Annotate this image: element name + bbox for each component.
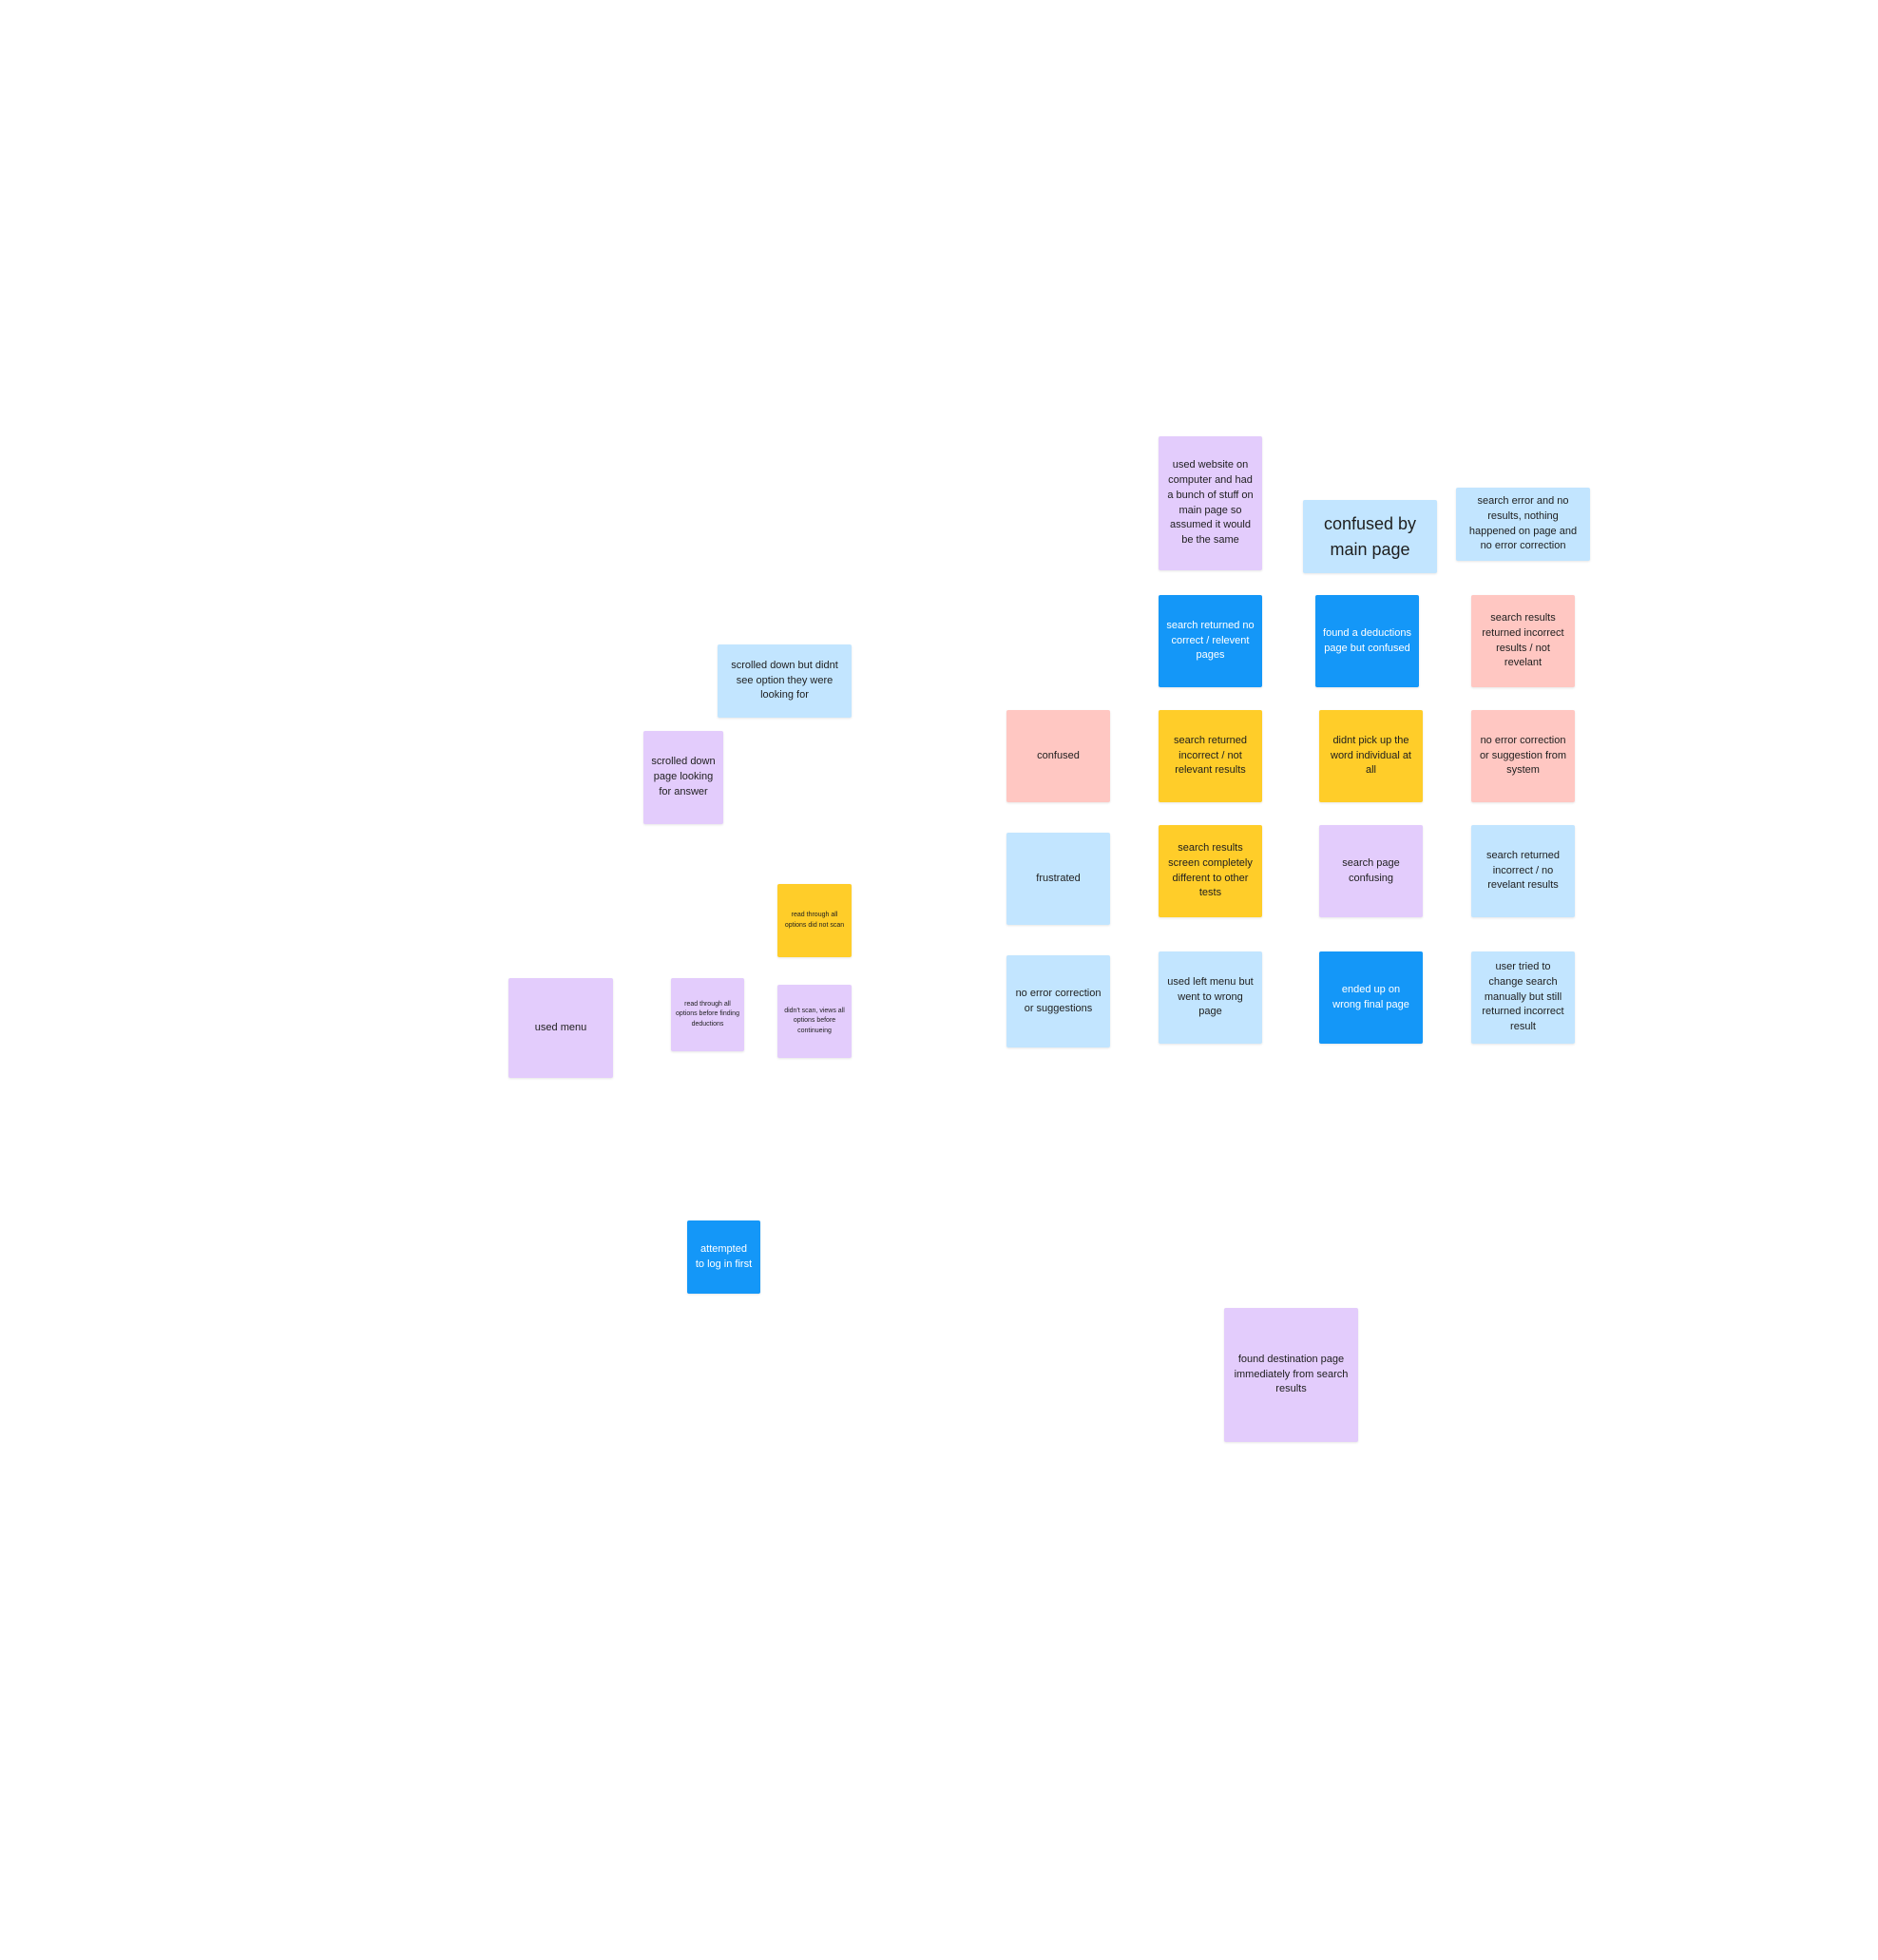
sticky-note-text: read through all options did not scan [784, 912, 845, 929]
sticky-note-text: search results returned incorrect result… [1482, 611, 1564, 669]
sticky-note[interactable]: found a deductions page but confused [1315, 595, 1419, 687]
sticky-note-text: search results screen completely differe… [1168, 841, 1253, 899]
sticky-note[interactable]: search page confusing [1319, 825, 1423, 917]
sticky-note-text: search returned incorrect / no revelant … [1485, 849, 1561, 892]
sticky-note[interactable]: scrolled down but didnt see option they … [718, 644, 852, 718]
sticky-note-text: found a deductions page but confused [1323, 626, 1411, 654]
sticky-note[interactable]: confused [1006, 710, 1110, 802]
sticky-note[interactable]: search results returned incorrect result… [1471, 595, 1575, 687]
sticky-note[interactable]: used website on computer and had a bunch… [1159, 436, 1262, 570]
sticky-note[interactable]: ended up on wrong final page [1319, 951, 1423, 1044]
sticky-note[interactable]: found destination page immediately from … [1224, 1308, 1358, 1442]
sticky-note[interactable]: read through all options did not scan [777, 884, 852, 957]
sticky-note[interactable]: didnt pick up the word individual at all [1319, 710, 1423, 802]
sticky-note-text: used website on computer and had a bunch… [1167, 458, 1254, 547]
sticky-note-text: search returned incorrect / not relevant… [1173, 734, 1248, 777]
sticky-note-text: frustrated [1036, 872, 1081, 884]
sticky-note-text: confused by main page [1323, 514, 1417, 559]
sticky-note[interactable]: didn't scan, views all options before co… [777, 985, 852, 1058]
sticky-note[interactable]: search returned incorrect / not relevant… [1159, 710, 1262, 802]
sticky-note-text: found destination page immediately from … [1234, 1353, 1349, 1395]
sticky-note-text: used menu [534, 1021, 587, 1033]
sticky-note[interactable]: used left menu but went to wrong page [1159, 951, 1262, 1044]
sticky-note-text: no error correction or suggestions [1015, 987, 1102, 1014]
sticky-note-text: used left menu but went to wrong page [1167, 975, 1254, 1018]
sticky-note-text: read through all options before finding … [676, 1000, 739, 1028]
sticky-note-text: search page confusing [1342, 856, 1400, 884]
sticky-note[interactable]: no error correction or suggestion from s… [1471, 710, 1575, 802]
sticky-note[interactable]: search error and no results, nothing hap… [1456, 488, 1590, 561]
sticky-note[interactable]: search returned incorrect / no revelant … [1471, 825, 1575, 917]
sticky-note-text: confused [1037, 749, 1080, 761]
sticky-note[interactable]: scrolled down page looking for answer [643, 731, 723, 824]
sticky-note[interactable]: search returned no correct / relevent pa… [1159, 595, 1262, 687]
sticky-note-text: no error correction or suggestion from s… [1479, 734, 1567, 777]
sticky-note-text: user tried to change search manually but… [1482, 960, 1564, 1033]
sticky-note[interactable]: frustrated [1006, 833, 1110, 925]
sticky-note[interactable]: user tried to change search manually but… [1471, 951, 1575, 1044]
sticky-note-text: didn't scan, views all options before co… [784, 1007, 845, 1034]
sticky-note-text: attempted to log in first [695, 1242, 753, 1270]
sticky-note[interactable]: search results screen completely differe… [1159, 825, 1262, 917]
sticky-note[interactable]: no error correction or suggestions [1006, 955, 1110, 1047]
sticky-note[interactable]: attempted to log in first [687, 1220, 760, 1294]
sticky-note-text: search returned no correct / relevent pa… [1166, 619, 1255, 662]
sticky-note-text: scrolled down page looking for answer [651, 756, 716, 797]
sticky-note-text: didnt pick up the word individual at all [1331, 734, 1411, 777]
sticky-note-text: ended up on wrong final page [1332, 983, 1409, 1010]
sticky-note-text: scrolled down but didnt see option they … [731, 659, 838, 701]
sticky-note[interactable]: confused by main page [1303, 500, 1437, 573]
sticky-note-text: search error and no results, nothing hap… [1468, 494, 1578, 552]
sticky-note[interactable]: used menu [508, 978, 613, 1078]
sticky-note[interactable]: read through all options before finding … [671, 978, 744, 1051]
